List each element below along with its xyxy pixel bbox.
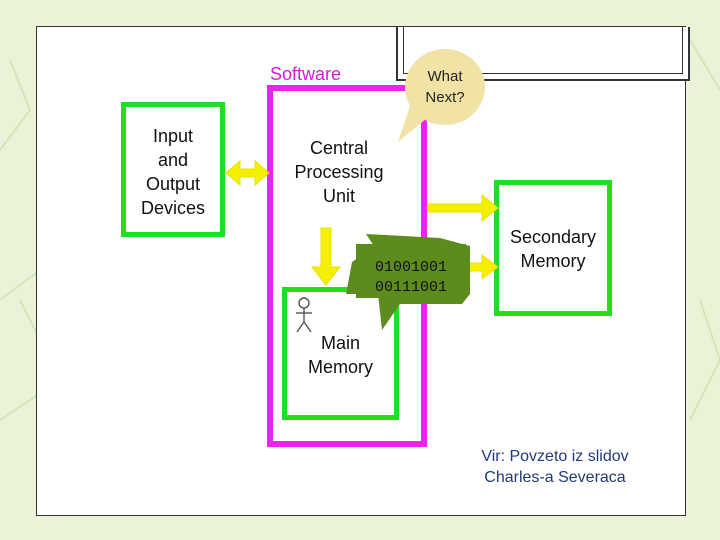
software-label: Software [270, 64, 342, 84]
io-devices-label: Input and Output Devices [140, 126, 206, 218]
binary-bubble [346, 234, 470, 330]
binary-secondary-arrow [467, 254, 499, 280]
thought-bubble [398, 49, 485, 142]
secondary-memory-label: Secondary Memory [509, 227, 597, 271]
binary-line-1: 01001001 [374, 259, 447, 276]
binary-line-2: 00111001 [374, 279, 447, 296]
io-cpu-arrow [225, 159, 270, 187]
stick-figure-icon [296, 297, 312, 333]
cpu-label: Central Processing Unit [286, 136, 392, 208]
source-caption-line-1: Vir: Povzeto iz slidov [481, 448, 629, 465]
io-devices-box [121, 102, 225, 237]
cpu-secondary-arrow [427, 193, 499, 223]
title-placeholder-inner [403, 27, 683, 74]
thought-bubble-text: What Next? [425, 68, 465, 106]
secondary-memory-box [494, 180, 612, 316]
source-caption-line-2: Charles-a Severaca [484, 469, 626, 486]
main-memory-label: Main Memory [307, 333, 373, 377]
cpu-memory-arrow [310, 227, 342, 286]
main-memory-box [282, 287, 399, 420]
